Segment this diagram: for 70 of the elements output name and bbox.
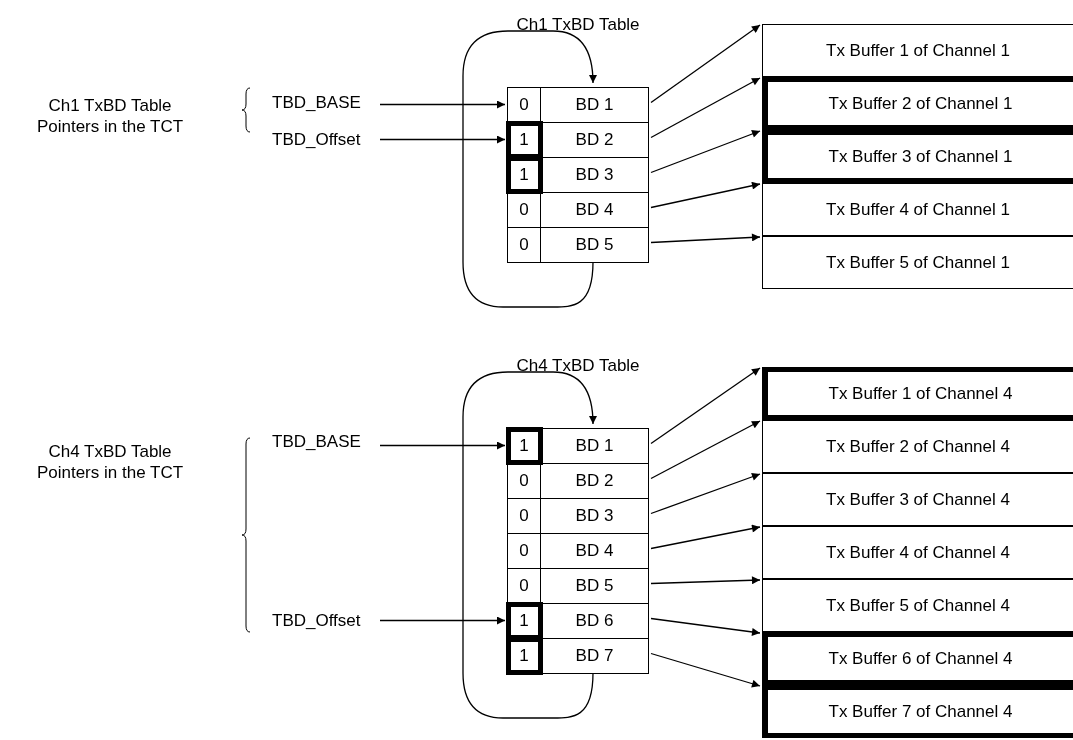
- arrow: [650, 652, 761, 688]
- arrow: [379, 616, 506, 625]
- descriptor-label: BD 6: [574, 610, 615, 633]
- descriptor-row: [507, 498, 649, 534]
- buffer-box: Tx Buffer 1 of Channel 4: [762, 367, 1073, 420]
- descriptor-label: BD 1: [574, 94, 615, 117]
- arrow: [650, 130, 761, 174]
- arrow: [650, 420, 761, 480]
- descriptor-label: BD 1: [574, 435, 615, 458]
- descriptor-label: BD 5: [574, 234, 615, 257]
- buffer-box: Tx Buffer 3 of Channel 4: [762, 473, 1073, 526]
- buffer-box: Tx Buffer 1 of Channel 1: [762, 24, 1073, 77]
- arrow: [379, 100, 506, 109]
- status-bit: 1: [508, 429, 541, 463]
- arrow: [379, 135, 506, 144]
- descriptor-row: [507, 87, 649, 123]
- descriptor-label: BD 2: [574, 129, 615, 152]
- descriptor-row: [507, 192, 649, 228]
- pointer-label: TBD_BASE: [272, 431, 361, 453]
- descriptor-row: [507, 428, 649, 464]
- arrow: [462, 371, 597, 719]
- buffer-box: Tx Buffer 6 of Channel 4: [762, 632, 1073, 685]
- buffer-box: Tx Buffer 2 of Channel 1: [762, 77, 1073, 130]
- status-bit: 0: [508, 228, 541, 262]
- arrow: [650, 181, 761, 209]
- descriptor-label: BD 5: [574, 575, 615, 598]
- arrow: [462, 30, 597, 308]
- arrow: [650, 367, 761, 445]
- buffer-box: Tx Buffer 4 of Channel 1: [762, 183, 1073, 236]
- status-bit: 0: [508, 88, 541, 122]
- group-label: Ch4 TxBD Table Pointers in the TCT: [35, 441, 185, 483]
- pointer-label: TBD_Offset: [272, 129, 361, 151]
- arrow: [379, 441, 506, 450]
- descriptor-row: [507, 122, 649, 158]
- buffer-box: Tx Buffer 2 of Channel 4: [762, 420, 1073, 473]
- descriptor-label: BD 3: [574, 505, 615, 528]
- descriptor-row: [507, 227, 649, 263]
- buffer-box: Tx Buffer 3 of Channel 1: [762, 130, 1073, 183]
- arrow: [650, 617, 761, 636]
- descriptor-row: [507, 603, 649, 639]
- descriptor-label: BD 7: [574, 645, 615, 668]
- descriptor-row: [507, 157, 649, 193]
- descriptor-label: BD 4: [574, 199, 615, 222]
- status-bit: 1: [508, 604, 541, 638]
- buffer-box: Tx Buffer 7 of Channel 4: [762, 685, 1073, 738]
- descriptor-row: [507, 463, 649, 499]
- buffer-box: Tx Buffer 5 of Channel 4: [762, 579, 1073, 632]
- descriptor-row: [507, 568, 649, 604]
- pointer-label: TBD_BASE: [272, 92, 361, 114]
- arrow: [650, 77, 761, 139]
- descriptor-label: BD 3: [574, 164, 615, 187]
- arrow: [650, 233, 761, 244]
- descriptor-label: BD 4: [574, 540, 615, 563]
- arrow: [650, 24, 761, 104]
- descriptor-row: [507, 638, 649, 674]
- buffer-box: Tx Buffer 5 of Channel 1: [762, 236, 1073, 289]
- descriptor-label: BD 2: [574, 470, 615, 493]
- pointer-label: TBD_Offset: [272, 610, 361, 632]
- arrow: [650, 576, 761, 585]
- arrow: [650, 472, 761, 515]
- descriptor-row: [507, 533, 649, 569]
- table-title: Ch1 TxBD Table: [515, 14, 641, 36]
- status-bit: 1: [508, 639, 541, 673]
- arrow: [650, 524, 761, 550]
- status-bit: 1: [508, 158, 541, 192]
- group-label: Ch1 TxBD Table Pointers in the TCT: [35, 95, 185, 137]
- status-bit: 1: [508, 123, 541, 157]
- table-title: Ch4 TxBD Table: [515, 355, 641, 377]
- status-bit: 0: [508, 569, 541, 603]
- buffer-box: Tx Buffer 4 of Channel 4: [762, 526, 1073, 579]
